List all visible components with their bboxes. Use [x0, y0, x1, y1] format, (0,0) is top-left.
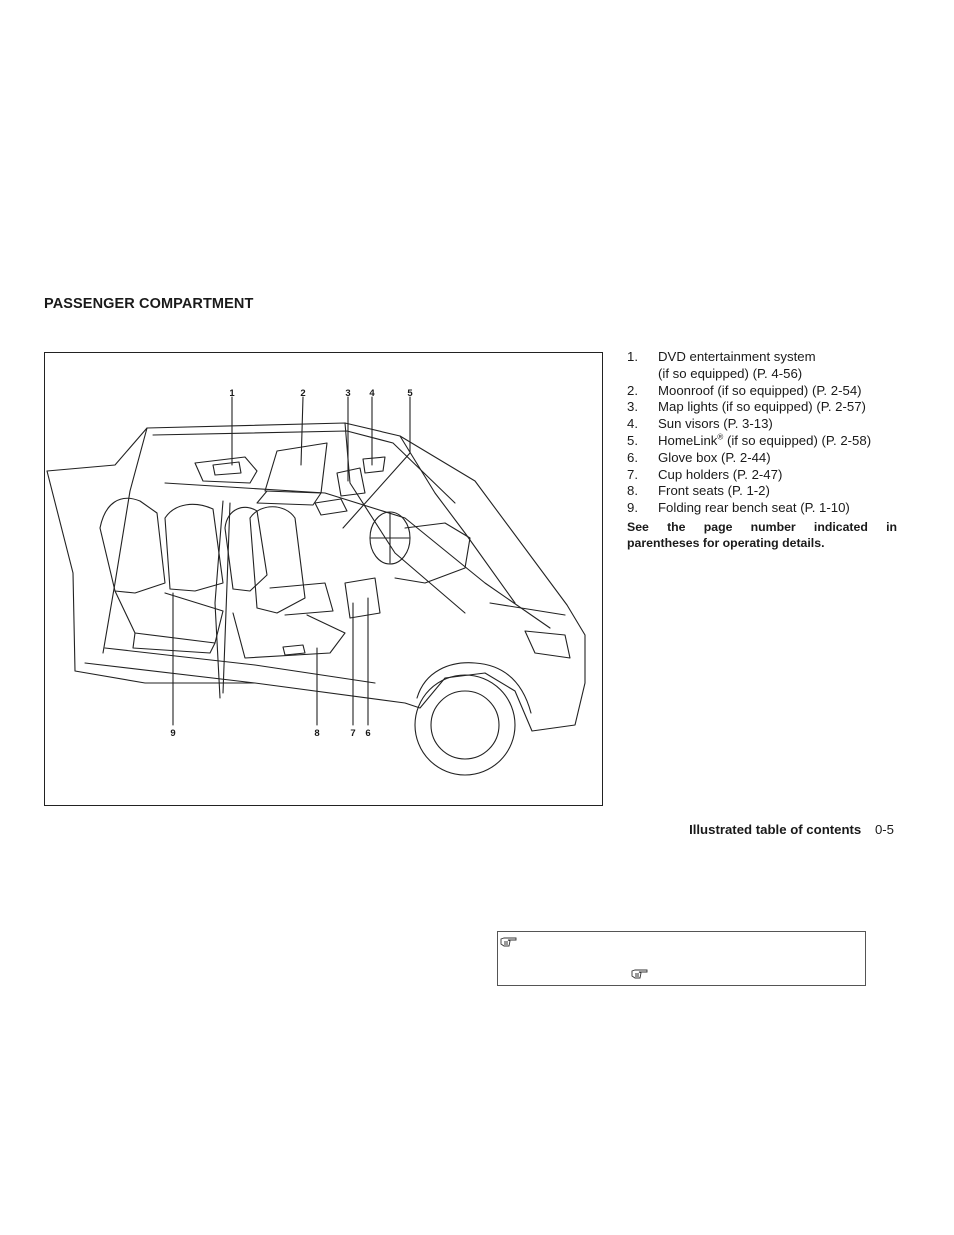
- pointing-hand-icon: [631, 969, 648, 979]
- list-item: 6. Glove box (P. 2-44): [627, 449, 771, 465]
- callout-3: 3: [345, 388, 351, 399]
- list-item: 5. HomeLink® (if so equipped) (P. 2-58): [627, 432, 872, 448]
- list-item: 3. Map lights (if so equipped) (P. 2-57): [627, 399, 866, 415]
- list-item: 7. Cup holders (P. 2-47): [627, 466, 783, 482]
- pointing-hand-icon: [500, 937, 517, 947]
- component-list: 1. DVD entertainment system (if so equip…: [627, 349, 907, 517]
- callout-9: 9: [170, 728, 176, 739]
- operating-details-note: See the page number indicated in parenth…: [627, 520, 897, 550]
- callout-2: 2: [300, 388, 306, 399]
- section-title: PASSENGER COMPARTMENT: [44, 296, 254, 312]
- callout-6: 6: [365, 728, 371, 739]
- list-item: 2. Moonroof (if so equipped) (P. 2-54): [627, 382, 862, 398]
- page-number: 0-5: [874, 822, 894, 837]
- reference-box: [497, 931, 866, 986]
- passenger-compartment-figure: 1 2 3 4 5 9 8 7 6: [44, 352, 603, 806]
- vehicle-interior-illustration: [46, 396, 586, 776]
- list-item: 9. Folding rear bench seat (P. 1-10): [627, 500, 850, 516]
- list-item: 8. Front seats (P. 1-2): [627, 483, 770, 499]
- callout-7: 7: [350, 728, 356, 739]
- page-footer: Illustrated table of contents 0-5: [689, 822, 894, 837]
- list-item: 4. Sun visors (P. 3-13): [627, 416, 773, 432]
- list-item: 1. DVD entertainment system (if so equip…: [627, 349, 816, 381]
- callout-4: 4: [369, 388, 375, 399]
- callout-8: 8: [314, 728, 320, 739]
- callout-1: 1: [229, 388, 235, 399]
- callout-5: 5: [407, 388, 413, 399]
- footer-section-label: Illustrated table of contents: [689, 822, 862, 837]
